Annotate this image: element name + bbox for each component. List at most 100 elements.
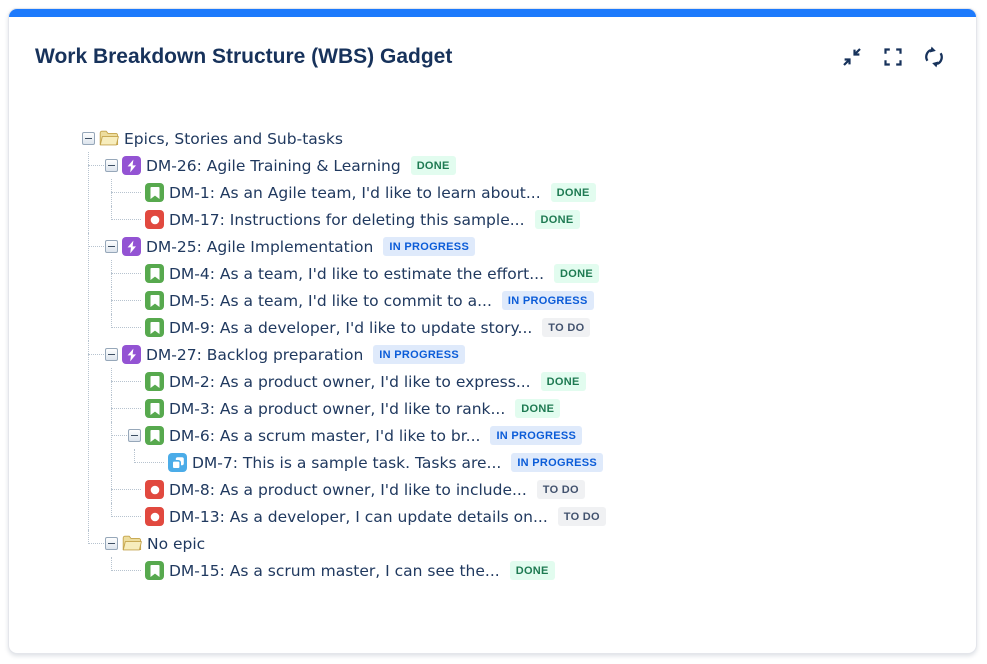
issue-link[interactable]: DM-8: As a product owner, I'd like to in… [169, 480, 527, 499]
tree-node-story: DM-1: As an Agile team, I'd like to lear… [111, 179, 976, 206]
fullscreen-icon[interactable] [881, 45, 905, 69]
tree-node-story: DM-9: As a developer, I'd like to update… [111, 314, 976, 341]
collapse-toggle[interactable] [82, 132, 95, 145]
story-icon [145, 372, 164, 391]
tree-row: No epic [105, 530, 976, 557]
tree-row: DM-15: As a scrum master, I can see the.… [145, 557, 976, 584]
refresh-icon-glyph [925, 46, 943, 68]
tree-node-story: DM-4: As a team, I'd like to estimate th… [111, 260, 976, 287]
collapse-toggle[interactable] [105, 537, 118, 550]
story-icon [145, 183, 164, 202]
issue-link[interactable]: DM-15: As a scrum master, I can see the.… [169, 561, 500, 580]
tree-node-epic: DM-25: Agile Implementation IN PROGRESS … [88, 233, 976, 341]
fullscreen-icon-glyph [884, 48, 902, 66]
minimize-icon-glyph [843, 48, 861, 66]
tree-node-story: DM-3: As a product owner, I'd like to ra… [111, 395, 976, 422]
collapse-toggle[interactable] [105, 348, 118, 361]
status-badge: DONE [554, 264, 600, 283]
gadget-body: Epics, Stories and Sub-tasks DM-26: Agil… [9, 125, 976, 584]
story-icon [145, 291, 164, 310]
tree-node-bug: DM-17: Instructions for deleting this sa… [111, 206, 976, 233]
tree-node-story: DM-2: As a product owner, I'd like to ex… [111, 368, 976, 395]
issue-link[interactable]: DM-13: As a developer, I can update deta… [169, 507, 548, 526]
tree-node-story: DM-5: As a team, I'd like to commit to a… [111, 287, 976, 314]
tree-row: DM-4: As a team, I'd like to estimate th… [145, 260, 976, 287]
issue-link[interactable]: DM-1: As an Agile team, I'd like to lear… [169, 183, 541, 202]
issue-link[interactable]: DM-6: As a scrum master, I'd like to br.… [169, 426, 481, 445]
status-badge: IN PROGRESS [490, 426, 583, 445]
tree-children: DM-4: As a team, I'd like to estimate th… [111, 260, 976, 341]
tree-row: Epics, Stories and Sub-tasks [82, 125, 976, 152]
issue-link[interactable]: DM-27: Backlog preparation [146, 345, 364, 364]
folder-icon [122, 535, 142, 552]
issue-link[interactable]: DM-4: As a team, I'd like to estimate th… [169, 264, 545, 283]
tree-row: DM-5: As a team, I'd like to commit to a… [145, 287, 976, 314]
story-icon [145, 318, 164, 337]
wbs-gadget-card: Work Breakdown Structure (WBS) Gadget [8, 8, 977, 654]
epic-icon [122, 237, 141, 256]
issue-link[interactable]: DM-9: As a developer, I'd like to update… [169, 318, 533, 337]
tree-node-no-epic: No epic DM-15: As a scrum master, I can … [88, 530, 976, 584]
status-badge: TO DO [542, 318, 591, 337]
folder-icon [99, 130, 119, 147]
issue-link[interactable]: DM-26: Agile Training & Learning [146, 156, 401, 175]
status-badge: DONE [550, 183, 596, 202]
status-badge: DONE [509, 561, 555, 580]
tree-row: DM-7: This is a sample task. Tasks are..… [168, 449, 976, 476]
status-badge: DONE [515, 399, 561, 418]
minimize-icon[interactable] [840, 45, 864, 69]
group-label: No epic [147, 534, 206, 553]
tree-node-bug: DM-13: As a developer, I can update deta… [111, 503, 976, 530]
issue-link[interactable]: DM-2: As a product owner, I'd like to ex… [169, 372, 531, 391]
status-badge: TO DO [536, 480, 585, 499]
tree-node-subtask: DM-7: This is a sample task. Tasks are..… [134, 449, 976, 476]
tree-row: DM-2: As a product owner, I'd like to ex… [145, 368, 976, 395]
bug-icon [145, 210, 164, 229]
issue-link[interactable]: DM-5: As a team, I'd like to commit to a… [169, 291, 492, 310]
tree-row: DM-8: As a product owner, I'd like to in… [145, 476, 976, 503]
status-badge: DONE [540, 372, 586, 391]
issue-link[interactable]: DM-3: As a product owner, I'd like to ra… [169, 399, 506, 418]
tree-node-root: Epics, Stories and Sub-tasks DM-26: Agil… [82, 125, 976, 584]
tree-node-bug: DM-8: As a product owner, I'd like to in… [111, 476, 976, 503]
story-icon [145, 399, 164, 418]
tree-children: DM-1: As an Agile team, I'd like to lear… [111, 179, 976, 233]
story-icon [145, 561, 164, 580]
gadget-header-actions [840, 45, 946, 69]
issue-link[interactable]: DM-17: Instructions for deleting this sa… [169, 210, 525, 229]
epic-icon [122, 156, 141, 175]
tree-node-story: DM-15: As a scrum master, I can see the.… [111, 557, 976, 584]
subtask-icon [168, 453, 187, 472]
tree-row: DM-25: Agile Implementation IN PROGRESS [105, 233, 976, 260]
tree-row: DM-13: As a developer, I can update deta… [145, 503, 976, 530]
collapse-toggle[interactable] [128, 429, 141, 442]
tree-children: DM-7: This is a sample task. Tasks are..… [134, 449, 976, 476]
collapse-toggle[interactable] [105, 159, 118, 172]
status-badge: TO DO [557, 507, 606, 526]
bug-icon [145, 507, 164, 526]
status-badge: IN PROGRESS [373, 345, 465, 364]
tree-row: DM-17: Instructions for deleting this sa… [145, 206, 976, 233]
tree-row: DM-9: As a developer, I'd like to update… [145, 314, 976, 341]
tree-node-story: DM-6: As a scrum master, I'd like to br.… [111, 422, 976, 476]
tree-row: DM-27: Backlog preparation IN PROGRESS [105, 341, 976, 368]
tree-node-epic: DM-27: Backlog preparation IN PROGRESS D… [88, 341, 976, 530]
wbs-tree: Epics, Stories and Sub-tasks DM-26: Agil… [82, 125, 976, 584]
status-badge: IN PROGRESS [501, 291, 594, 310]
status-badge: DONE [534, 210, 580, 229]
tree-children: DM-15: As a scrum master, I can see the.… [111, 557, 976, 584]
story-icon [145, 264, 164, 283]
tree-row: DM-26: Agile Training & Learning DONE [105, 152, 976, 179]
collapse-toggle[interactable] [105, 240, 118, 253]
issue-link[interactable]: DM-25: Agile Implementation [146, 237, 374, 256]
issue-link[interactable]: DM-7: This is a sample task. Tasks are..… [192, 453, 502, 472]
bug-icon [145, 480, 164, 499]
refresh-icon[interactable] [922, 45, 946, 69]
status-badge: DONE [410, 156, 456, 175]
tree-row: DM-1: As an Agile team, I'd like to lear… [145, 179, 976, 206]
status-badge: IN PROGRESS [511, 453, 604, 472]
story-icon [145, 426, 164, 445]
gadget-accent-bar [9, 9, 976, 17]
tree-children: DM-26: Agile Training & Learning DONE DM… [88, 152, 976, 584]
epic-icon [122, 345, 141, 364]
